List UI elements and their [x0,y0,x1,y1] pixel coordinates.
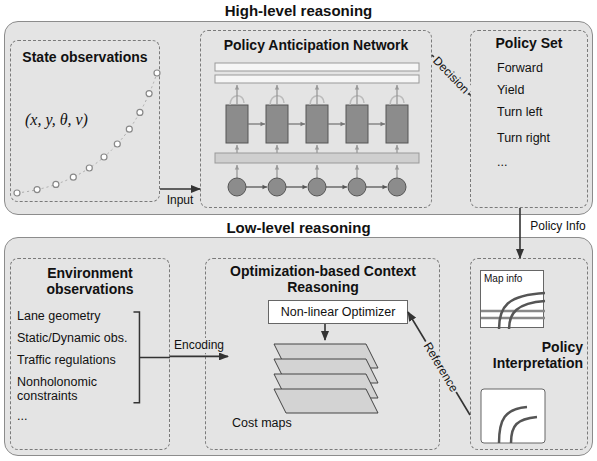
map-info-box: Map info [480,270,544,328]
node-heading: Environment observations [11,265,169,297]
connector-arrow [160,188,200,190]
node-heading: Policy Set [471,35,587,51]
node-text: Traffic regulations [17,353,116,367]
node-heading: Cost maps [232,416,292,430]
interpretation-box: Policy Interpretation Map info [470,258,588,450]
edge-label: Encoding [172,338,226,352]
optimization-box: Optimization-based Context ReasoningNon-… [205,258,440,450]
environment-box: Environment observationsLane geometrySta… [10,258,170,450]
node-heading: Policy Anticipation Network [201,37,431,53]
connector-arrow [519,208,521,258]
node-text: Forward [497,61,543,75]
connector-arrow [170,356,228,358]
policy-set-box: Policy SetForwardYieldTurn leftTurn righ… [470,30,588,208]
reasoning-band: High-level reasoningState observations(x… [4,21,593,215]
node-heading: Non-linear Optimizer [269,305,407,319]
network-box: Policy Anticipation Network [200,30,432,208]
reasoning-band: Low-level reasoningEnvironment observati… [4,237,593,456]
node-text: Turn left [497,105,542,119]
node-text: Nonholonomic constraints [17,375,117,404]
node-heading: Map info [484,273,522,285]
node-text: Static/Dynamic obs. [17,331,127,345]
node-heading: Low-level reasoning [5,219,592,236]
optimizer-box: Non-linear Optimizer [268,300,408,324]
node-text: ... [497,155,507,169]
node-text: Yield [497,83,524,97]
connector-arrow [408,312,470,415]
node-heading: High-level reasoning [5,2,592,19]
node-text: Lane geometry [17,309,100,323]
edge-label: Input [165,193,196,207]
node-heading: Optimization-based Context Reasoning [223,263,423,295]
node-heading: State observations [11,49,159,65]
node-text: (x, y, θ, v) [25,111,88,129]
network-box-drawing [201,31,433,209]
node-heading: Policy Interpretation [475,339,583,371]
node-text: ... [17,409,27,423]
node-text: Turn right [497,131,550,145]
edge-label: Policy Info [528,219,587,233]
observation-box: State observations (x, y, θ, v) [10,40,160,202]
connector-arrow [324,324,326,340]
cost-map-stack: Cost maps [228,340,383,432]
